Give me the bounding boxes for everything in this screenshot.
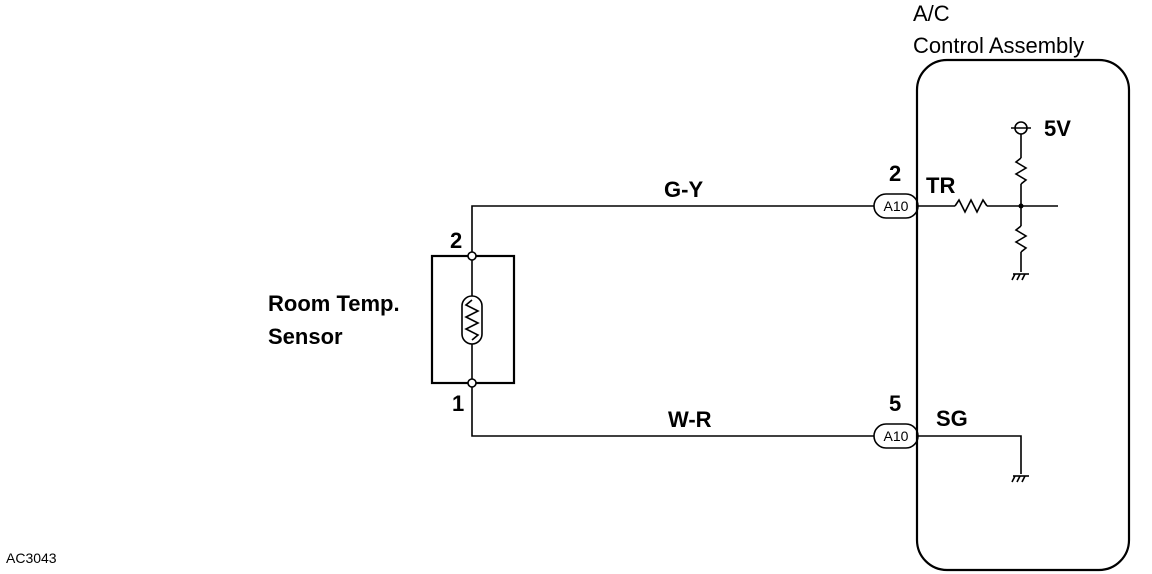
pull-up-resistor-icon — [1014, 157, 1028, 185]
wire-w-r: W-R — [471, 387, 874, 437]
assembly-title-line1: A/C — [913, 1, 950, 26]
power-voltage-label: 5V — [1044, 116, 1071, 141]
sensor-pin-2-label: 2 — [450, 228, 462, 253]
sensor-body — [430, 254, 516, 385]
sensor-pin-1-terminal — [467, 378, 477, 388]
assembly-title-line2: Control Assembly — [913, 33, 1084, 58]
connector-top: A10 2 TR — [873, 161, 955, 219]
wire-g-y: G-Y — [471, 177, 874, 252]
ac-control-assembly: A/C Control Assembly — [913, 1, 1131, 572]
connector-top-pin: 2 — [889, 161, 901, 186]
assembly-outline — [915, 58, 1131, 572]
figure-code: AC3043 — [6, 550, 57, 566]
sensor-pin-2-terminal — [467, 251, 477, 261]
thermistor-icon — [461, 295, 483, 345]
tr-circuit: 5V — [918, 116, 1071, 281]
room-temp-sensor: 2 1 Room Temp. Sensor — [268, 228, 516, 416]
connector-bottom-code: A10 — [884, 428, 909, 444]
wire-w-r-label: W-R — [668, 407, 712, 432]
sg-circuit — [918, 435, 1029, 483]
ground-icon-lower — [1011, 475, 1029, 483]
power-supply-icon — [1011, 121, 1031, 135]
pull-down-resistor-icon — [1014, 225, 1028, 253]
connector-bottom-signal: SG — [936, 406, 968, 431]
sensor-label-line2: Sensor — [268, 324, 343, 349]
connector-bottom: A10 5 SG — [873, 391, 968, 449]
series-resistor-icon — [954, 198, 988, 214]
sensor-label-line1: Room Temp. — [268, 291, 400, 316]
wire-g-y-label: G-Y — [664, 177, 703, 202]
connector-bottom-pin: 5 — [889, 391, 901, 416]
sensor-pin-1-label: 1 — [452, 391, 464, 416]
ground-icon-upper — [1011, 273, 1029, 281]
connector-top-code: A10 — [884, 198, 909, 214]
connector-top-signal: TR — [926, 173, 955, 198]
